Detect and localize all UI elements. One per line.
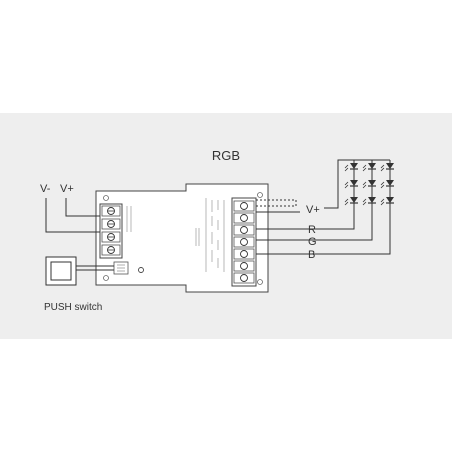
- terminal-screw-icon: [240, 226, 248, 234]
- push-switch: [45, 256, 114, 286]
- output-g-label: G: [308, 236, 317, 248]
- output-b-label: B: [308, 249, 315, 261]
- led-icon: [344, 197, 358, 206]
- led-icon: [362, 180, 376, 189]
- mount-hole-icon: [257, 279, 263, 285]
- terminal-screw-icon: [240, 262, 248, 270]
- output-terminal-block: [231, 197, 257, 287]
- mount-hole-icon: [103, 195, 109, 201]
- output-wires: [256, 159, 391, 255]
- terminal-screw-icon: [240, 202, 248, 210]
- mount-hole-icon: [257, 192, 263, 198]
- output-vplus-label: V+: [306, 204, 320, 216]
- terminal-screw-icon: [240, 274, 248, 282]
- led-array: [344, 160, 394, 206]
- controller-fine-print: [126, 198, 225, 272]
- input-terminal-block: [99, 203, 123, 259]
- led-icon: [344, 180, 358, 189]
- input-wires: [45, 198, 100, 233]
- terminal-screw-icon: [240, 214, 248, 222]
- push-switch-label: PUSH switch: [44, 302, 102, 313]
- status-indicator-icon: [138, 267, 144, 273]
- output-r-label: R: [308, 224, 316, 236]
- led-icon: [362, 197, 376, 206]
- input-vminus-label: V-: [40, 183, 51, 195]
- terminal-screws: [233, 200, 255, 284]
- mount-hole-icon: [103, 275, 109, 281]
- diagram-title: RGB: [212, 148, 240, 163]
- input-vplus-label: V+: [60, 183, 74, 195]
- terminal-screw-icon: [240, 238, 248, 246]
- led-icon: [344, 163, 358, 172]
- led-icon: [380, 180, 394, 189]
- terminal-screw-icon: [240, 250, 248, 258]
- controller-unit: [95, 183, 269, 293]
- led-icon: [380, 197, 394, 206]
- led-icon: [362, 163, 376, 172]
- led-icon: [380, 163, 394, 172]
